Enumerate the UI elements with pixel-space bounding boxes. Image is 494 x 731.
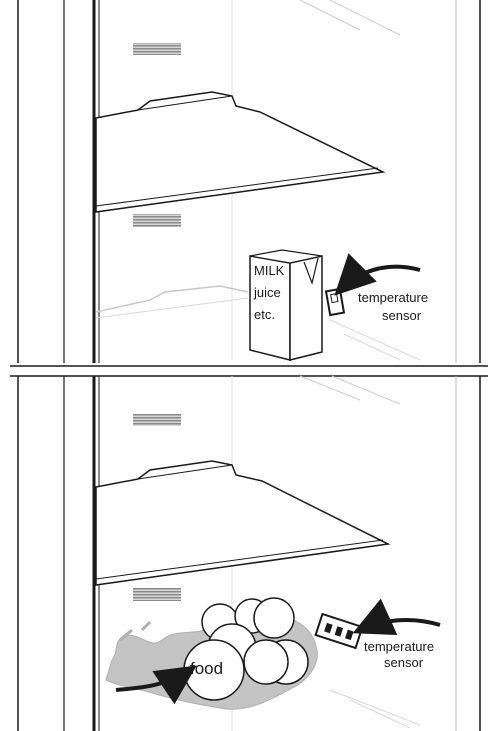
glass-shelf — [96, 461, 388, 585]
vent-grille — [133, 414, 181, 426]
carton-label-etc: etc. — [254, 307, 275, 322]
sensor-label-line2: sensor — [384, 655, 424, 670]
panel-bottom: food temperature sensor — [18, 376, 480, 731]
sensor-arrow — [340, 267, 420, 290]
sensor-label-line2: sensor — [382, 308, 422, 323]
milk-carton: MILK juice etc. — [250, 250, 322, 360]
sensor-arrow — [360, 620, 440, 630]
food-label: food — [190, 659, 223, 678]
sensor-label-line1: temperature — [364, 639, 434, 654]
glass-shelf — [96, 92, 383, 212]
carton-label-juice: juice — [253, 285, 281, 300]
panel-top: MILK juice etc. temperature sensor — [18, 0, 480, 363]
carton-label-milk: MILK — [254, 263, 285, 278]
temperature-sensor-device — [316, 614, 363, 648]
vent-grille — [133, 214, 181, 227]
vent-grille — [133, 588, 181, 601]
sensor-label-line1: temperature — [358, 290, 428, 305]
temperature-sensor-device — [326, 289, 344, 315]
vent-grille — [133, 43, 181, 55]
